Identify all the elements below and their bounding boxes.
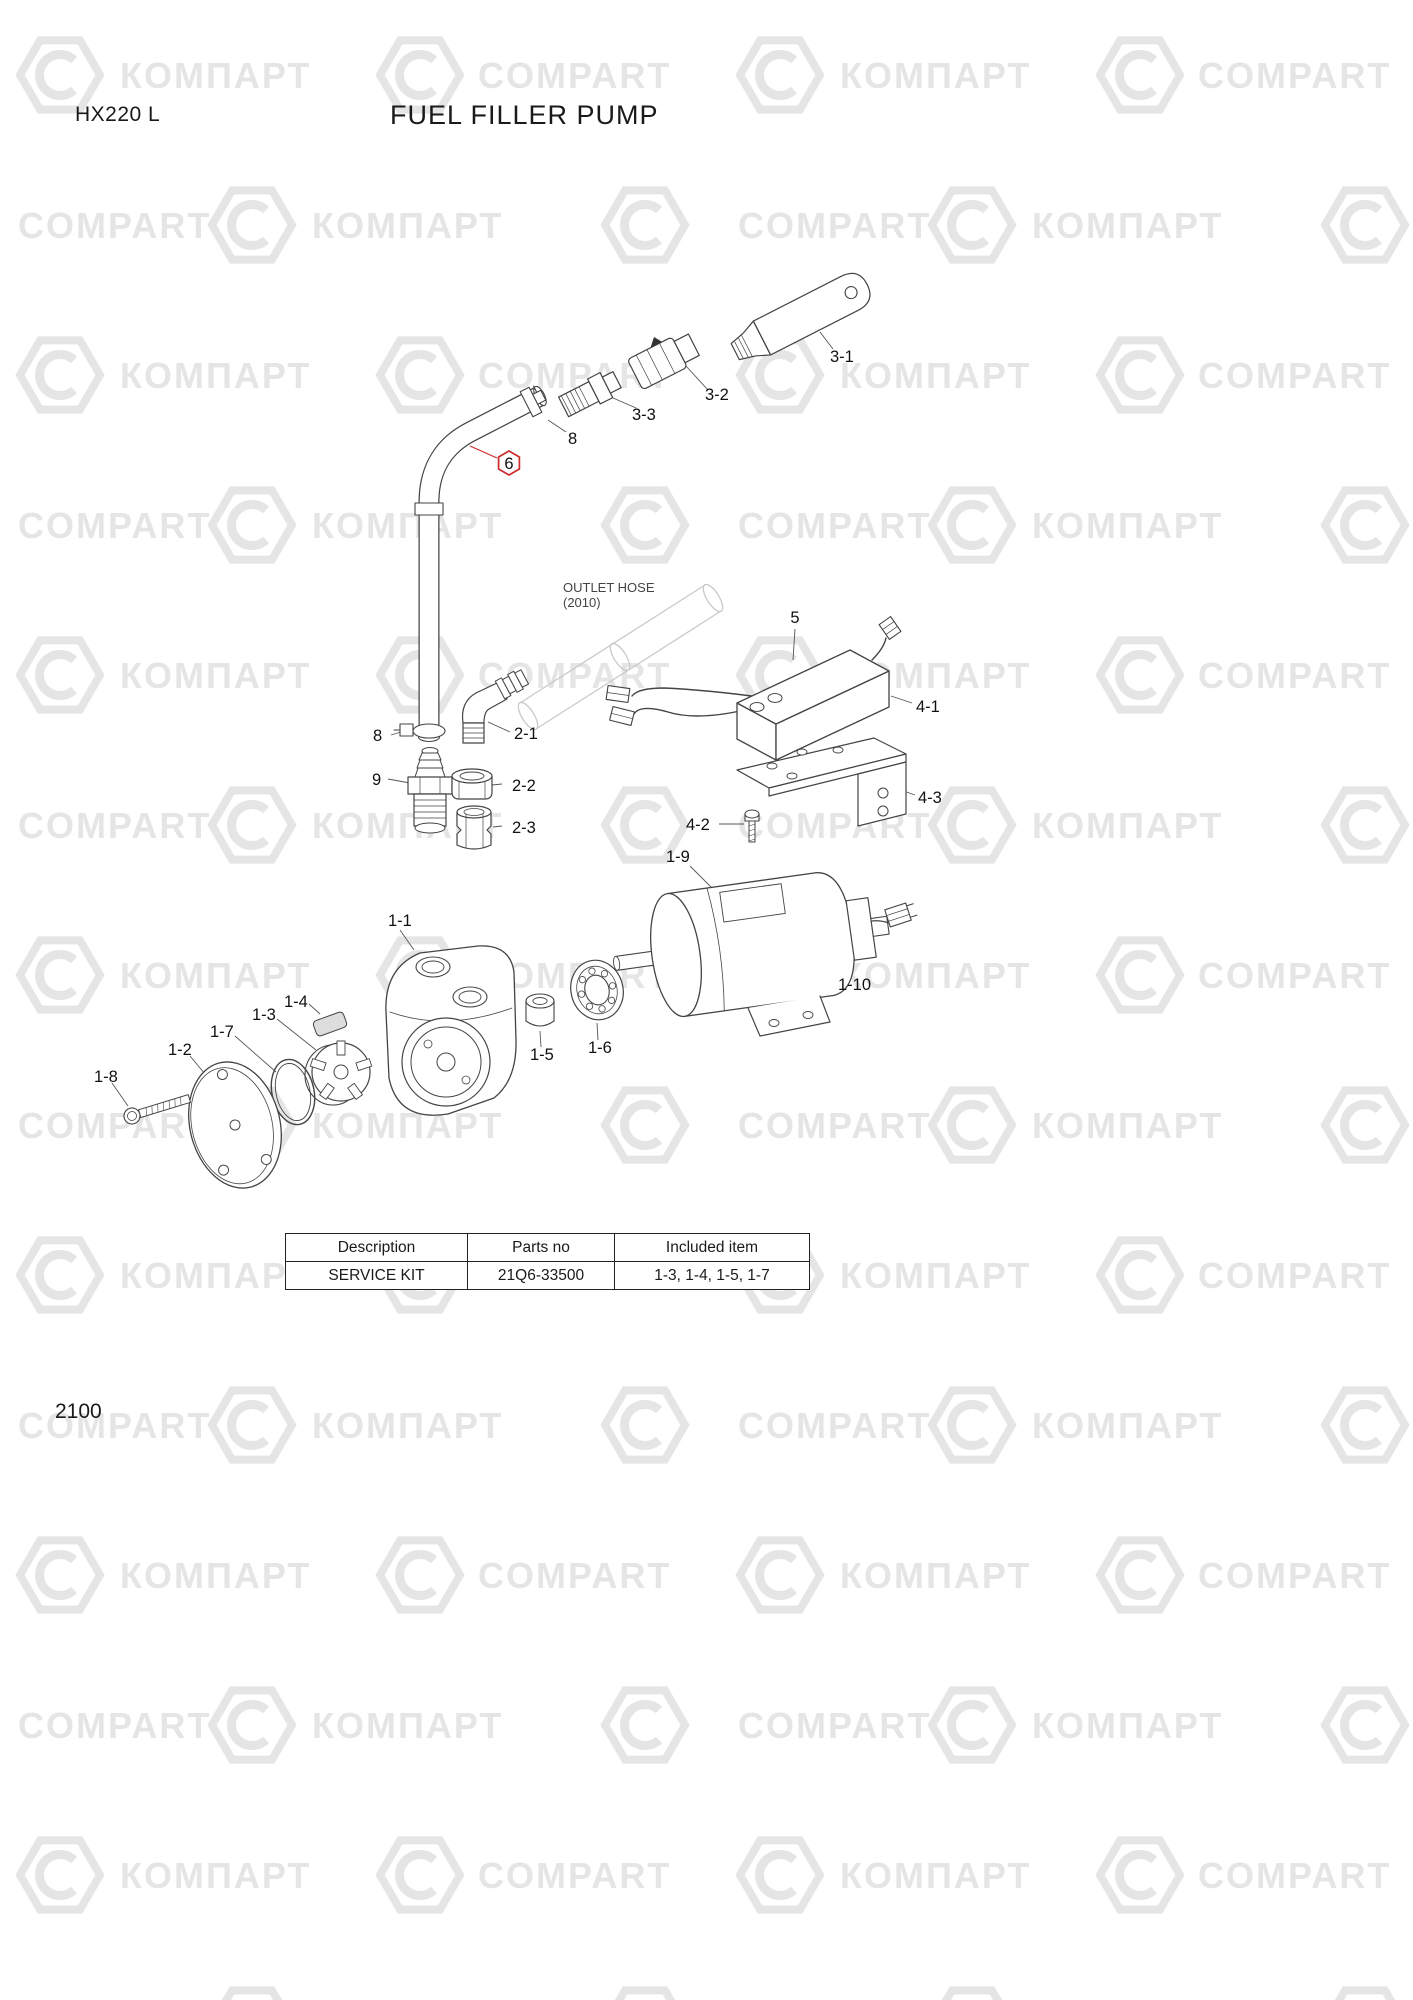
hose-clamp-bottom [393, 723, 446, 739]
bolt-4-2 [744, 809, 760, 843]
callout-1-1: 1-1 [388, 912, 412, 930]
callout-1-7: 1-7 [210, 1023, 234, 1041]
ball-bearing-1-6 [570, 959, 624, 1021]
cell-parts-no: 21Q6-33500 [467, 1261, 615, 1290]
callout-9: 9 [372, 771, 381, 789]
rotor-1-3 [304, 1040, 373, 1106]
elbow-fitting-2-1 [461, 669, 529, 744]
col-included-item: Included item [614, 1233, 810, 1262]
table-row: SERVICE KIT 21Q6-33500 1-3, 1-4, 1-5, 1-… [285, 1261, 810, 1290]
cover-plate-1-2 [188, 1061, 282, 1189]
outlet-hose-ghost [517, 583, 724, 731]
nut-2-2 [451, 768, 493, 800]
callout-8-bottom: 8 [373, 727, 382, 745]
coupler-3-2 [628, 333, 700, 390]
hose-barb-9 [407, 747, 453, 834]
model-label: HX220 L [75, 103, 161, 126]
callout-4-3: 4-3 [918, 789, 942, 807]
bushing-1-5 [525, 993, 555, 1027]
callout-8-top: 8 [568, 430, 577, 448]
callout-2-2: 2-2 [512, 777, 536, 795]
nipple-2-3 [456, 805, 492, 850]
callout-1-6: 1-6 [588, 1039, 612, 1057]
callout-3-2: 3-2 [705, 386, 729, 404]
callout-1-3: 1-3 [252, 1006, 276, 1024]
callout-6[interactable]: 6 [504, 455, 513, 473]
threaded-nipple-3-3 [558, 371, 622, 418]
callout-1-2: 1-2 [168, 1041, 192, 1059]
outlet-hose-label: OUTLET HOSE [563, 580, 655, 595]
callout-1-9: 1-9 [666, 848, 690, 866]
callout-1-4: 1-4 [284, 993, 308, 1011]
pump-housing-1-1 [385, 945, 517, 1116]
callout-3-3: 3-3 [632, 406, 656, 424]
screw-1-8 [123, 1094, 192, 1125]
callout-1-5: 1-5 [530, 1046, 554, 1064]
table-header-row: Description Parts no Included item [285, 1233, 810, 1262]
page-number: 2100 [55, 1400, 102, 1423]
callout-1-10: 1-10 [838, 976, 871, 994]
vane-1-4 [312, 1011, 348, 1037]
outlet-hose-year-label: (2010) [563, 595, 601, 610]
callout-labels: 3-1 3-2 3-3 8 5 4-1 4-3 4-2 2-1 8 9 2-2 … [94, 348, 942, 1086]
col-parts-no: Parts no [467, 1233, 615, 1262]
cell-included-item: 1-3, 1-4, 1-5, 1-7 [614, 1261, 810, 1290]
callout-4-2: 4-2 [686, 816, 710, 834]
callout-3-1: 3-1 [830, 348, 854, 366]
highlight-hexagon[interactable] [497, 450, 521, 476]
hose-clamp-top [519, 385, 547, 418]
mounting-bracket-4-3 [736, 737, 907, 827]
callout-2-3: 2-3 [512, 819, 536, 837]
cell-description: SERVICE KIT [285, 1261, 468, 1290]
callout-4-1: 4-1 [916, 698, 940, 716]
callout-5: 5 [790, 609, 799, 627]
service-kit-table: Description Parts no Included item SERVI… [285, 1233, 810, 1290]
callout-2-1: 2-1 [514, 725, 538, 743]
page-title: FUEL FILLER PUMP [390, 100, 659, 130]
controller-box [605, 616, 902, 761]
callout-1-8: 1-8 [94, 1068, 118, 1086]
nozzle-body-3-1 [730, 272, 871, 361]
highlight-callout-6[interactable]: 6 [469, 445, 521, 476]
col-description: Description [285, 1233, 468, 1262]
pump-motor [613, 872, 918, 1037]
